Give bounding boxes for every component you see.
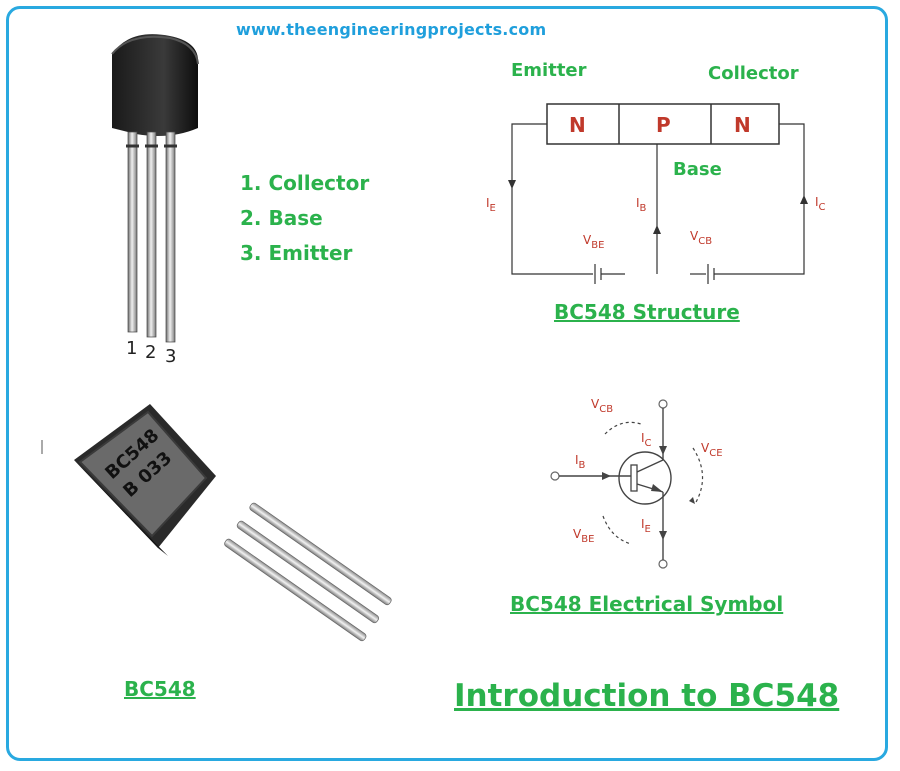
lead-3 bbox=[165, 131, 176, 343]
ie-label: IE bbox=[486, 196, 496, 214]
photo-lead-3 bbox=[224, 538, 367, 642]
base-terminal bbox=[550, 471, 560, 481]
bc548-photo-drawing: BC548 B 033 bbox=[41, 404, 392, 642]
main-title: Introduction to BC548 bbox=[454, 678, 840, 714]
vbe-label: VBE bbox=[583, 233, 604, 251]
vce-label: VCE bbox=[701, 441, 723, 459]
transistor-circle bbox=[618, 451, 672, 505]
collector-wire bbox=[714, 123, 805, 275]
npn-block bbox=[546, 103, 780, 145]
ic-label: IC bbox=[641, 431, 652, 449]
photo-package-face bbox=[78, 410, 208, 538]
ie-arrow bbox=[659, 531, 667, 540]
photo-lead-1 bbox=[249, 502, 392, 606]
pin-list-item: 2. Base bbox=[240, 206, 323, 230]
photo-lead-2 bbox=[236, 520, 379, 624]
page-frame bbox=[6, 6, 888, 761]
pin-list: 1. Collector 2. Base 3. Emitter bbox=[240, 166, 369, 271]
region-n-emitter: N bbox=[569, 113, 586, 137]
ie-arrow bbox=[508, 180, 516, 189]
emitter-terminal bbox=[658, 559, 668, 569]
collector-label: Collector bbox=[708, 63, 799, 84]
photo-caption: BC548 bbox=[124, 677, 196, 701]
electrical-symbol-diagram: VCB IC VCE IB IE VBE bbox=[550, 397, 723, 569]
package-body bbox=[112, 34, 199, 136]
ic-arrow bbox=[659, 446, 667, 455]
to92-package-drawing: 1 2 3 bbox=[111, 34, 199, 367]
vcb-label: VCB bbox=[591, 397, 613, 415]
structure-caption: BC548 Structure bbox=[554, 300, 740, 324]
site-url[interactable]: www.theengineeringprojects.com bbox=[236, 20, 547, 39]
pin-number-2: 2 bbox=[145, 342, 156, 363]
ic-label: IC bbox=[815, 195, 826, 213]
lead-2 bbox=[146, 131, 157, 338]
vcb-label: VCB bbox=[690, 229, 712, 247]
base-label: Base bbox=[673, 159, 722, 180]
pin-list-item: 3. Emitter bbox=[240, 241, 353, 265]
vcb-arc bbox=[604, 421, 642, 435]
pin-number-3: 3 bbox=[165, 346, 176, 367]
base-bar bbox=[630, 464, 638, 492]
ib-label: IB bbox=[636, 196, 647, 214]
vbe-label: VBE bbox=[573, 527, 594, 545]
lead-1 bbox=[127, 131, 138, 333]
vbe-arc bbox=[602, 515, 632, 545]
ib-arrow bbox=[602, 472, 611, 480]
pin-number-1: 1 bbox=[126, 338, 137, 359]
npn-structure-diagram: Emitter Collector N P N Base IE IB IC VB… bbox=[486, 60, 826, 284]
ie-label: IE bbox=[641, 517, 651, 535]
emitter-wire bbox=[511, 123, 593, 275]
emitter-label: Emitter bbox=[511, 60, 587, 81]
pin-list-item: 1. Collector bbox=[240, 171, 370, 195]
ic-arrow bbox=[800, 195, 808, 204]
ib-arrow bbox=[653, 225, 661, 234]
region-n-collector: N bbox=[734, 113, 751, 137]
collector-terminal bbox=[658, 399, 668, 409]
region-p-base: P bbox=[656, 113, 671, 137]
vce-arc bbox=[692, 447, 704, 505]
symbol-caption: BC548 Electrical Symbol bbox=[510, 592, 784, 616]
ib-label: IB bbox=[575, 453, 586, 471]
